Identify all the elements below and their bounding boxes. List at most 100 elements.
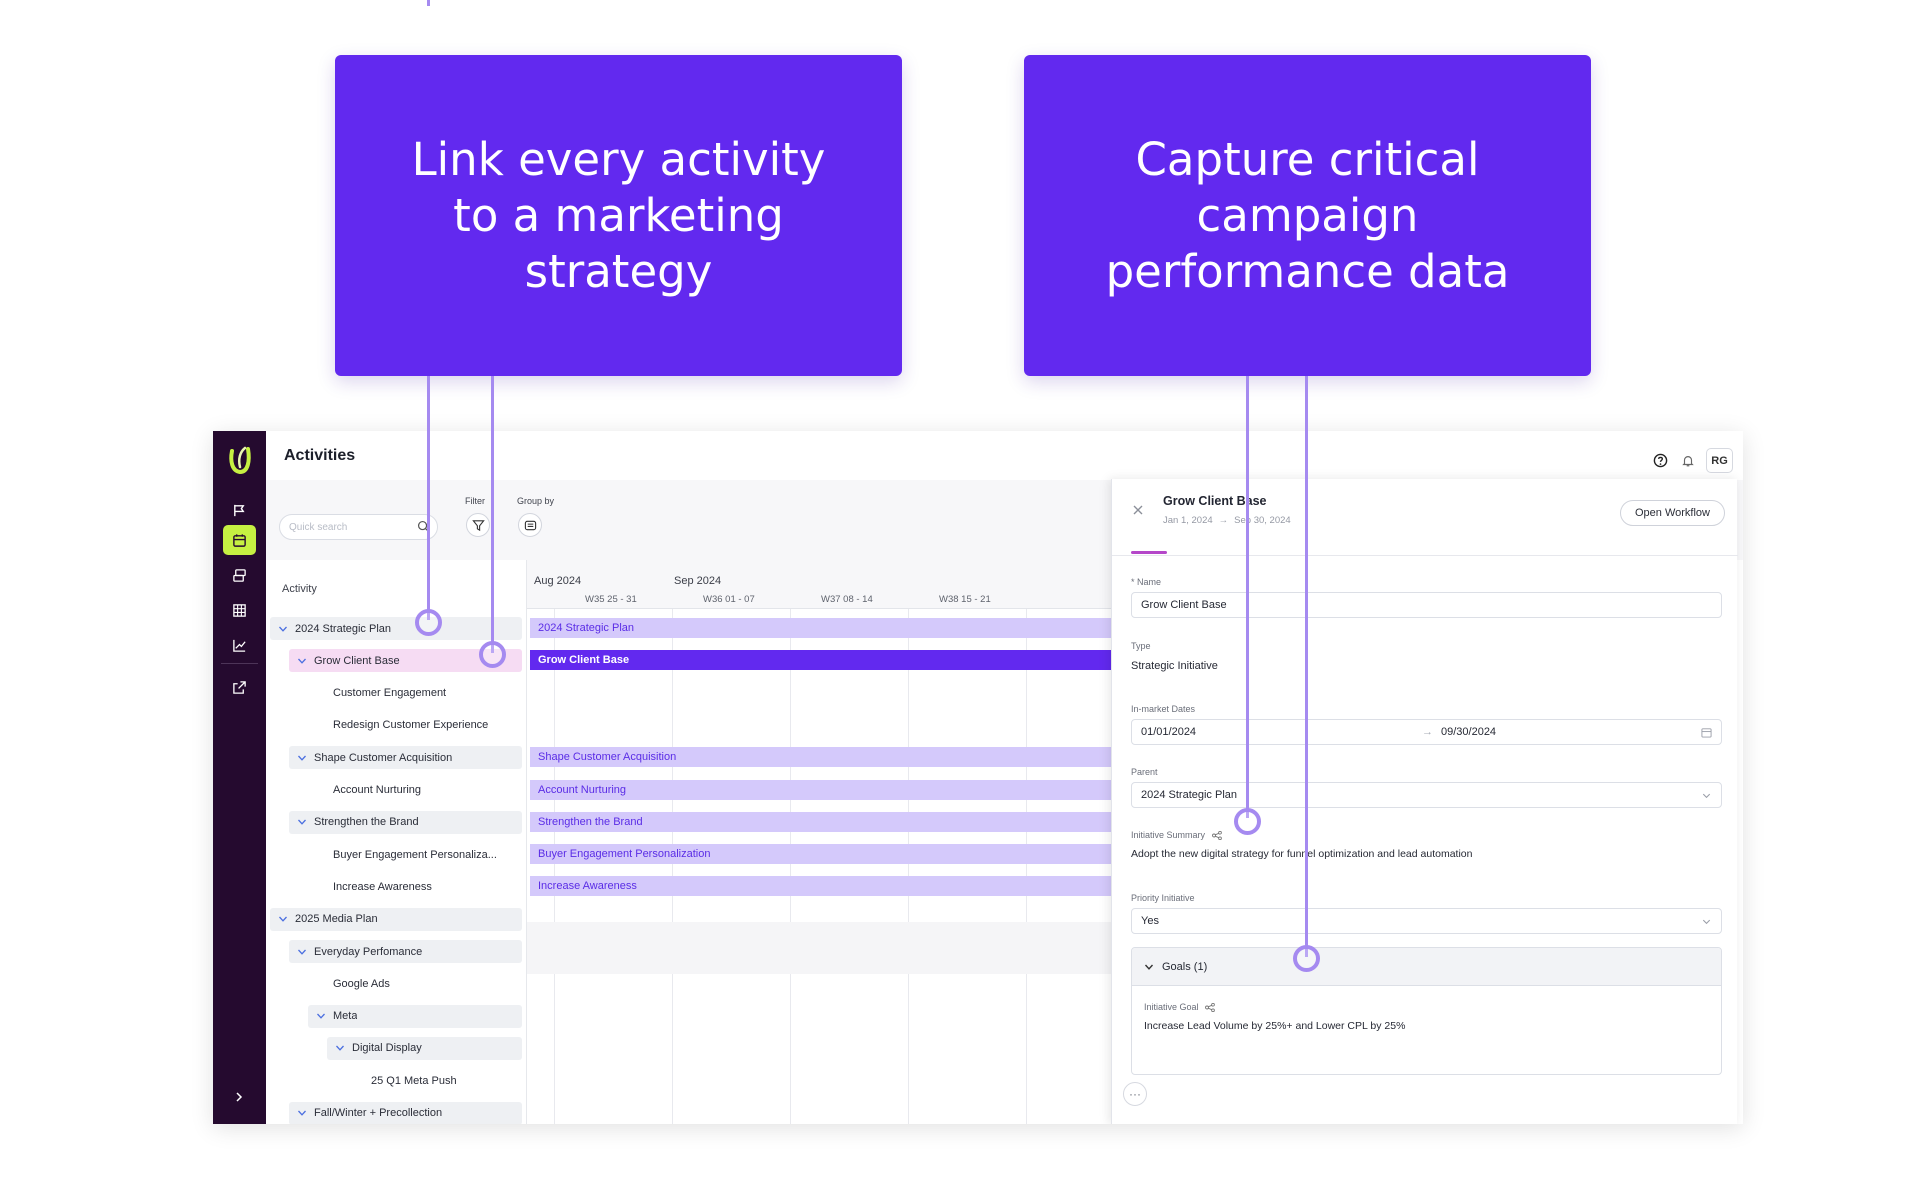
stack-icon[interactable]: [223, 560, 256, 590]
type-label: Type: [1131, 641, 1151, 651]
parent-select[interactable]: 2024 Strategic Plan: [1131, 782, 1722, 808]
flag-icon[interactable]: [223, 495, 256, 525]
app-logo-icon[interactable]: [226, 445, 253, 475]
activity-row-label: Strengthen the Brand: [314, 816, 419, 829]
search-input[interactable]: [280, 515, 405, 539]
panel-start-date: Jan 1, 2024: [1163, 515, 1213, 526]
open-workflow-button[interactable]: Open Workflow: [1620, 500, 1725, 526]
details-panel: Grow Client Base Jan 1, 2024 → Sep 30, 2…: [1111, 479, 1738, 1124]
filter-icon: [471, 519, 485, 531]
gantt-timeline: Aug 2024 Sep 2024 W35 25 - 31 W36 01 - 0…: [526, 560, 1112, 1124]
name-label: * Name: [1131, 577, 1162, 587]
chevron-down-icon: [1702, 793, 1711, 799]
activity-row-label: Redesign Customer Experience: [333, 719, 489, 732]
close-icon[interactable]: [1131, 503, 1145, 517]
name-value: Grow Client Base: [1141, 599, 1227, 611]
share-icon[interactable]: [1205, 1003, 1215, 1013]
chart-icon[interactable]: [223, 630, 256, 660]
dates-start-value: 01/01/2024: [1141, 726, 1197, 738]
chevron-down-icon[interactable]: [295, 945, 309, 959]
activity-row[interactable]: Digital Display: [327, 1036, 522, 1060]
filter-label: Filter: [465, 496, 485, 506]
avatar[interactable]: RG: [1706, 448, 1733, 473]
table-icon[interactable]: [223, 595, 256, 625]
initiative-goal-label: Initiative Goal: [1144, 1002, 1215, 1013]
activity-row[interactable]: Grow Client Base: [289, 649, 522, 673]
priority-select[interactable]: Yes: [1131, 908, 1722, 934]
activity-row[interactable]: Customer Engagement: [308, 682, 522, 705]
activity-row[interactable]: Buyer Engagement Personaliza...: [308, 843, 522, 866]
row-spacer: [314, 718, 328, 732]
gridline: [908, 609, 909, 1124]
share-icon[interactable]: [1211, 831, 1222, 841]
gantt-header: Aug 2024 Sep 2024 W35 25 - 31 W36 01 - 0…: [527, 560, 1112, 609]
initiative-goal-label-text: Initiative Goal: [1144, 1002, 1199, 1012]
callout-performance-data: Capture critical campaign performance da…: [1024, 55, 1591, 376]
bell-icon[interactable]: [1678, 451, 1698, 471]
month-label: Aug 2024: [534, 575, 582, 587]
activity-row[interactable]: 25 Q1 Meta Push: [346, 1069, 522, 1092]
activity-row[interactable]: Meta: [308, 1004, 522, 1028]
activity-row[interactable]: Shape Customer Acquisition: [289, 746, 522, 770]
in-market-dates-field[interactable]: 01/01/2024 → 09/30/2024: [1131, 719, 1722, 745]
activity-row[interactable]: 2024 Strategic Plan: [270, 617, 522, 640]
activity-row[interactable]: Account Nurturing: [308, 779, 522, 802]
row-spacer: [314, 880, 328, 894]
activity-row[interactable]: Google Ads: [308, 972, 522, 995]
type-value: Strategic Initiative: [1131, 660, 1218, 672]
gantt-bar[interactable]: 2024 Strategic Plan: [530, 618, 1112, 638]
group-by-button[interactable]: [518, 513, 542, 537]
chevron-down-icon[interactable]: [314, 1009, 328, 1023]
chevron-down-icon[interactable]: [276, 912, 290, 926]
nav-rail: [213, 431, 266, 1124]
goals-section: Goals (1) Initiative Goal Increase Lead …: [1131, 947, 1722, 1075]
week-label: W38 15 - 21: [939, 594, 991, 605]
goals-header[interactable]: Goals (1): [1132, 948, 1721, 986]
row-band: [527, 948, 1112, 974]
gantt-bar[interactable]: Account Nurturing: [530, 779, 1112, 800]
activity-row[interactable]: Strengthen the Brand: [289, 810, 522, 834]
initiative-summary-label-text: Initiative Summary: [1131, 830, 1206, 840]
week-label: W35 25 - 31: [585, 594, 637, 605]
external-link-icon[interactable]: [223, 672, 256, 702]
chevron-down-icon[interactable]: [333, 1041, 347, 1055]
chevron-right-icon[interactable]: [229, 1087, 249, 1107]
gridline: [790, 609, 791, 1124]
activity-row[interactable]: Increase Awareness: [308, 875, 522, 898]
row-spacer: [352, 1074, 366, 1088]
help-icon[interactable]: [1650, 451, 1670, 471]
gantt-bar[interactable]: Shape Customer Acquisition: [530, 747, 1112, 768]
app-window: Activities RG Filter Group by Activity 2…: [213, 431, 1743, 1124]
group-icon: [524, 520, 536, 530]
chevron-down-icon[interactable]: [276, 622, 290, 636]
chevron-down-icon[interactable]: [295, 654, 309, 668]
parent-value: 2024 Strategic Plan: [1141, 789, 1238, 801]
calendar-icon[interactable]: [1701, 727, 1712, 738]
gantt-bar[interactable]: Grow Client Base: [530, 650, 1112, 671]
activity-row-label: Account Nurturing: [333, 784, 422, 796]
more-options-button[interactable]: ···: [1123, 1082, 1147, 1106]
callout-link-strategy: Link every activity to a marketing strat…: [335, 55, 902, 376]
calendar-icon[interactable]: [223, 525, 256, 555]
chevron-down-icon[interactable]: [295, 815, 309, 829]
name-field[interactable]: Grow Client Base: [1131, 592, 1722, 618]
chevron-down-icon[interactable]: [295, 751, 309, 765]
activity-row-label: Meta: [333, 1010, 358, 1023]
chevron-down-icon: [1144, 964, 1154, 970]
activity-row[interactable]: Everyday Perfomance: [289, 940, 522, 963]
search-box[interactable]: [279, 514, 438, 540]
row-band: [527, 922, 1112, 948]
chevron-down-icon[interactable]: [295, 1106, 309, 1120]
priority-label: Priority Initiative: [1131, 893, 1195, 903]
activity-row[interactable]: Redesign Customer Experience: [308, 714, 522, 737]
activity-row[interactable]: 2025 Media Plan: [270, 907, 522, 931]
gantt-bar[interactable]: Buyer Engagement Personalization: [530, 844, 1112, 865]
gantt-bar[interactable]: Increase Awareness: [530, 876, 1112, 897]
activity-row[interactable]: Fall/Winter + Precollection: [289, 1101, 522, 1124]
group-by-label: Group by: [517, 496, 555, 506]
arrow-right-icon: →: [1218, 515, 1229, 526]
connector-dot: [479, 641, 506, 668]
filter-button[interactable]: [466, 513, 490, 537]
dates-end-value: 09/30/2024: [1441, 726, 1497, 738]
gantt-bar[interactable]: Strengthen the Brand: [530, 811, 1112, 832]
